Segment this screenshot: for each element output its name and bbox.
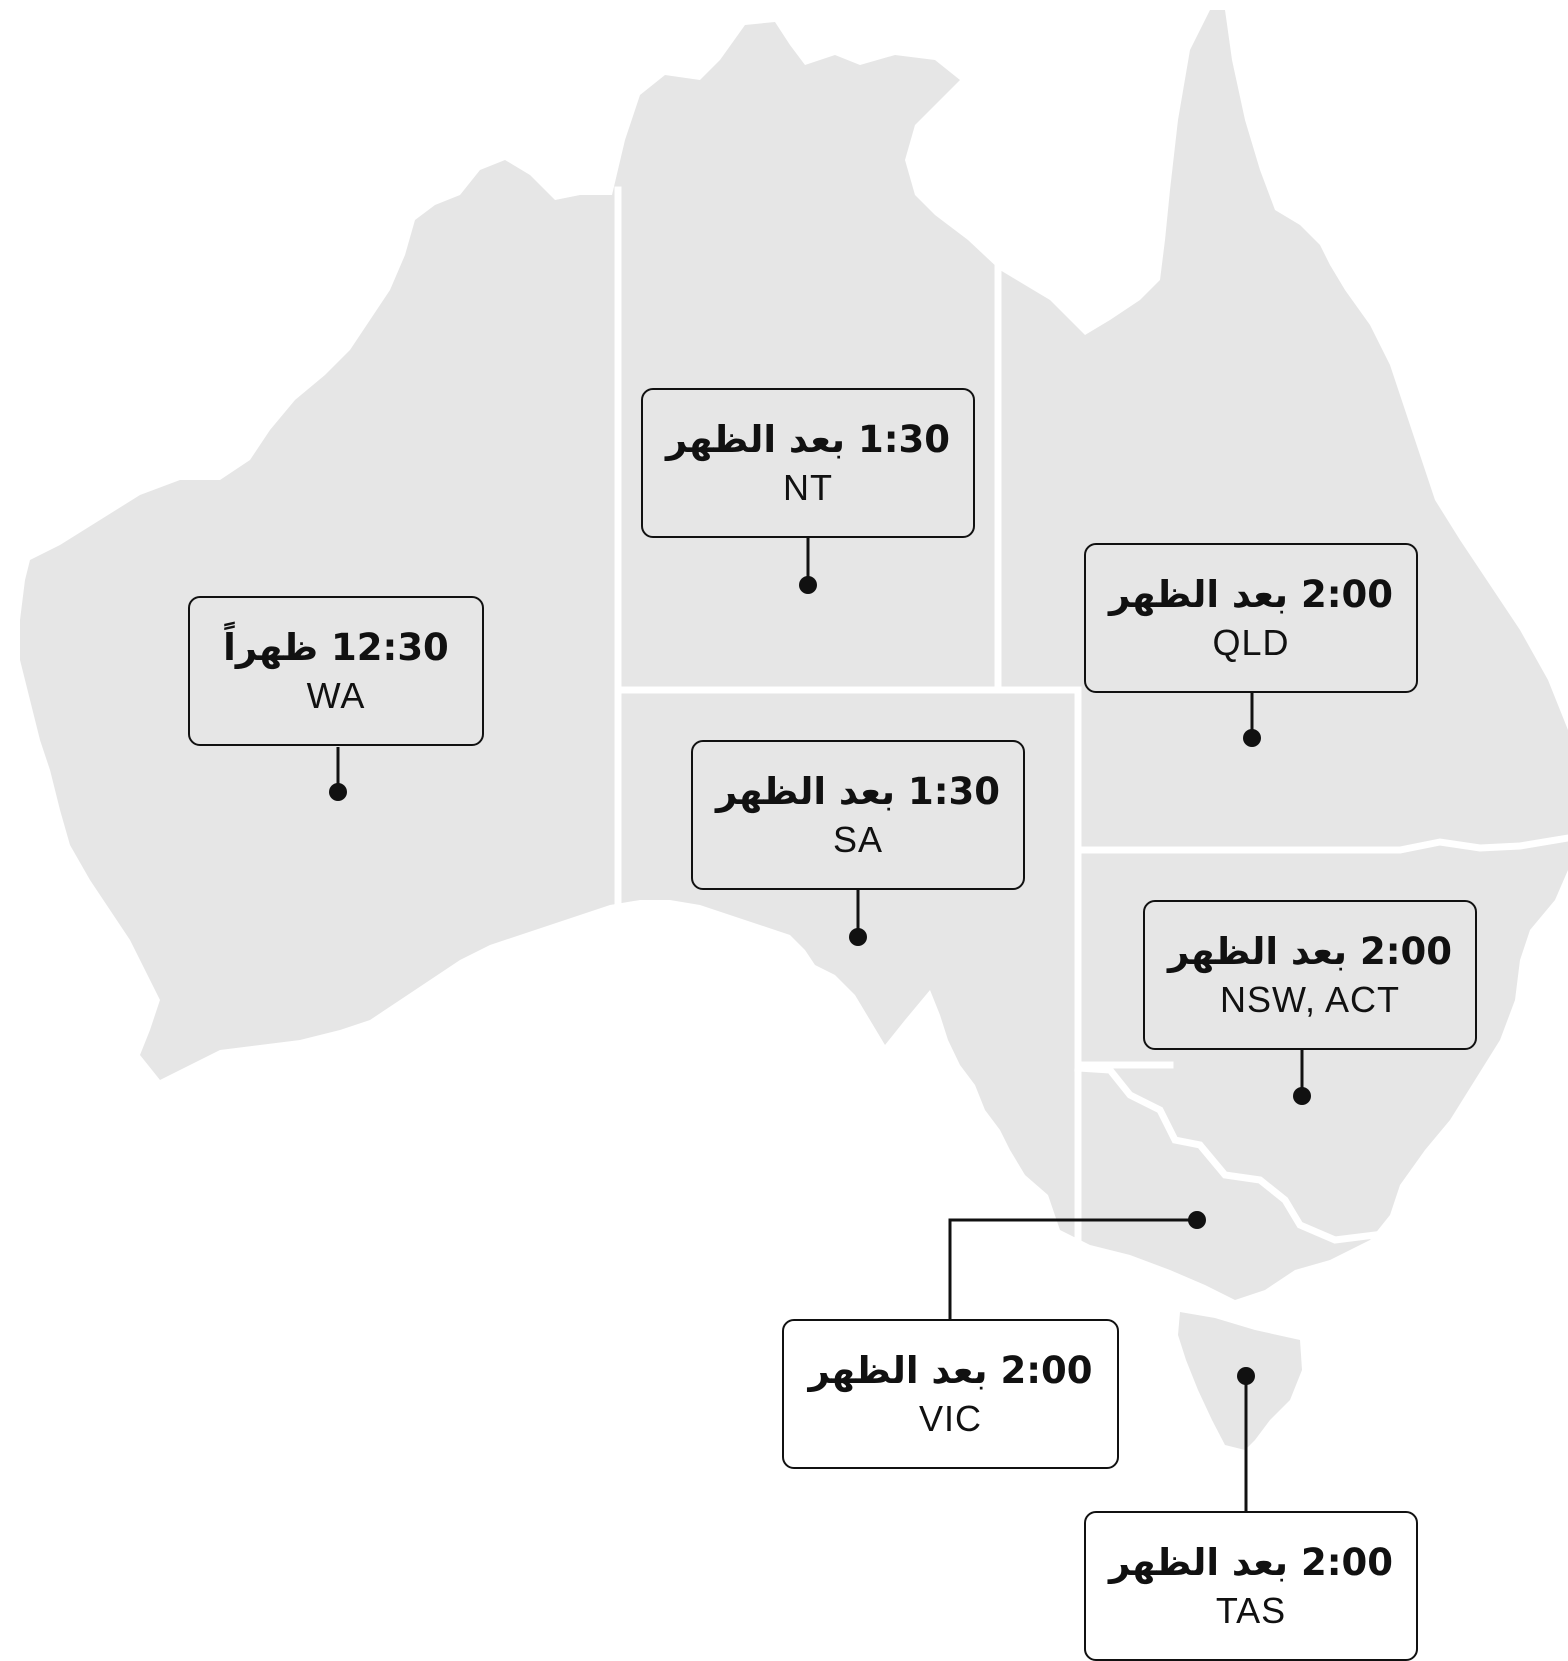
state-borders	[614, 186, 1568, 1244]
region-label: WA	[306, 675, 366, 716]
time-label: 12:30 ظهراً	[223, 626, 449, 669]
region-label: SA	[832, 819, 884, 860]
time-label: 2:00 بعد الظهر	[808, 1349, 1093, 1392]
region-label: TAS	[1215, 1590, 1287, 1631]
dot-sa	[849, 928, 867, 946]
region-label: NT	[783, 467, 833, 508]
callout-qld: 2:00 بعد الظهر QLD	[1084, 543, 1418, 693]
region-label: QLD	[1212, 622, 1290, 663]
callout-sa: 1:30 بعد الظهر SA	[691, 740, 1025, 890]
dot-tas	[1237, 1367, 1255, 1385]
region-label: NSW, ACT	[1219, 979, 1401, 1020]
dot-wa	[329, 783, 347, 801]
callout-nt: 1:30 بعد الظهر NT	[641, 388, 975, 538]
callout-nsw-act: 2:00 بعد الظهر NSW, ACT	[1143, 900, 1477, 1050]
time-label: 2:00 بعد الظهر	[1108, 1541, 1393, 1584]
callout-wa: 12:30 ظهراً WA	[188, 596, 484, 746]
time-label: 2:00 بعد الظهر	[1108, 573, 1393, 616]
dot-qld	[1243, 729, 1261, 747]
dot-vic	[1188, 1211, 1206, 1229]
callout-tas: 2:00 بعد الظهر TAS	[1084, 1511, 1418, 1661]
dot-nt	[799, 576, 817, 594]
dot-nsw	[1293, 1087, 1311, 1105]
time-label: 1:30 بعد الظهر	[665, 418, 950, 461]
region-label: VIC	[918, 1398, 982, 1439]
time-label: 1:30 بعد الظهر	[715, 770, 1000, 813]
region-dots	[329, 576, 1311, 1385]
callout-vic: 2:00 بعد الظهر VIC	[782, 1319, 1119, 1469]
time-label: 2:00 بعد الظهر	[1167, 930, 1452, 973]
